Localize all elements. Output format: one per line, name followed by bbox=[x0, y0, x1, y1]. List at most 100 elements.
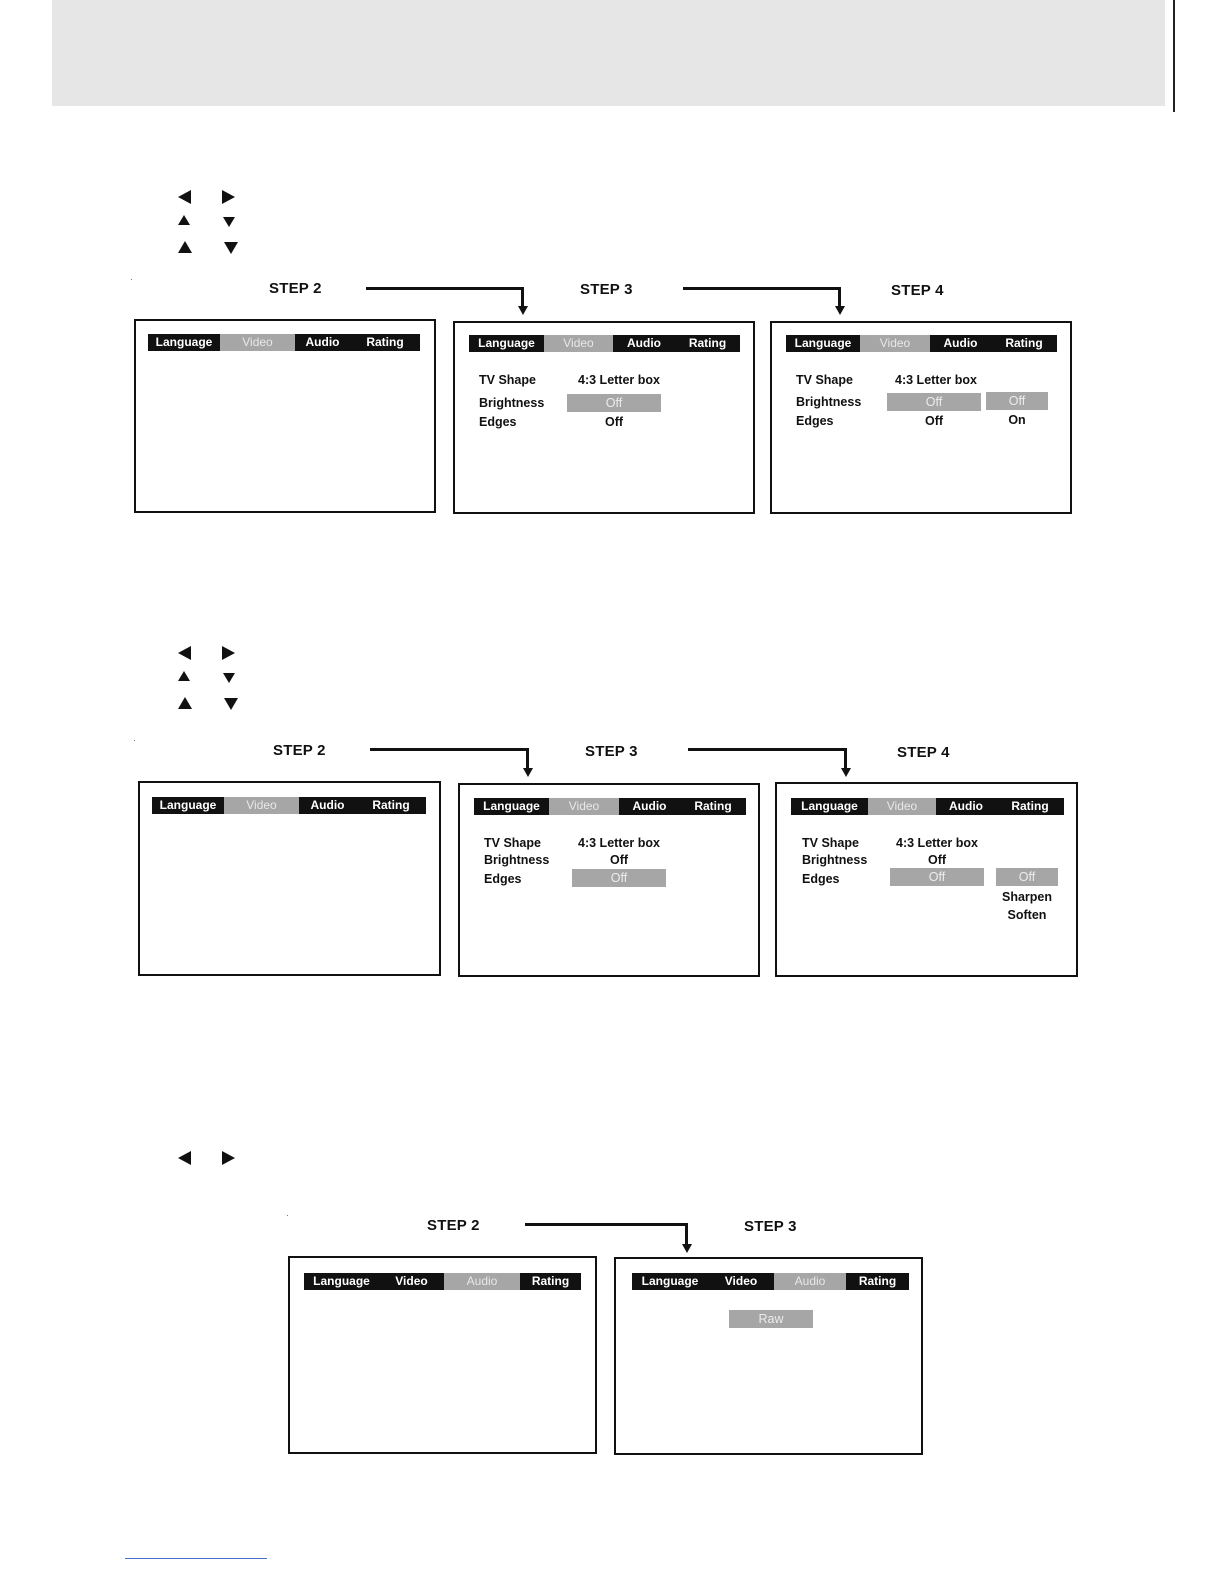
edges-label: Edges bbox=[484, 872, 522, 886]
up-arrow-icon bbox=[178, 215, 190, 225]
right-arrow-icon bbox=[222, 1151, 235, 1165]
brightness-option-off[interactable]: Off bbox=[986, 392, 1048, 410]
edges-value: Off bbox=[604, 415, 624, 429]
tab-rating[interactable]: Rating bbox=[991, 335, 1057, 352]
right-arrow-icon bbox=[222, 190, 235, 204]
down-arrow-icon bbox=[224, 242, 238, 254]
edges-option-sharpen[interactable]: Sharpen bbox=[1001, 890, 1052, 904]
footer-link-underline[interactable] bbox=[125, 1558, 267, 1559]
setup-screen-step2: Language Video Audio Rating bbox=[288, 1256, 597, 1454]
menu-bar: Language Video Audio Rating bbox=[152, 797, 426, 814]
edges-label: Edges bbox=[802, 872, 840, 886]
tab-audio[interactable]: Audio bbox=[619, 798, 680, 815]
edges-option-off[interactable]: Off bbox=[996, 868, 1058, 886]
tv-shape-label: TV Shape bbox=[796, 373, 853, 387]
down-arrow-icon bbox=[223, 673, 235, 683]
tab-language[interactable]: Language bbox=[469, 335, 544, 352]
down-arrow-icon bbox=[223, 217, 235, 227]
tab-language[interactable]: Language bbox=[474, 798, 549, 815]
scan-speck bbox=[131, 279, 132, 280]
tab-audio[interactable]: Audio bbox=[774, 1273, 846, 1290]
brightness-option-on[interactable]: On bbox=[1008, 413, 1026, 427]
tab-video[interactable]: Video bbox=[868, 798, 936, 815]
step-3-label: STEP 3 bbox=[585, 743, 638, 760]
tab-language[interactable]: Language bbox=[786, 335, 860, 352]
tab-video[interactable]: Video bbox=[544, 335, 613, 352]
brightness-value: Off bbox=[927, 853, 947, 867]
setup-screen-step4: Language Video Audio Rating TV Shape 4:3… bbox=[775, 782, 1078, 977]
edges-value-selected[interactable]: Off bbox=[572, 869, 666, 887]
step-connector bbox=[370, 748, 529, 770]
step-2-label: STEP 2 bbox=[427, 1217, 480, 1234]
menu-bar: Language Video Audio Rating bbox=[791, 798, 1064, 815]
tab-rating[interactable]: Rating bbox=[996, 798, 1064, 815]
connector-arrowhead-icon bbox=[841, 768, 851, 777]
step-4-label: STEP 4 bbox=[897, 744, 950, 761]
tab-rating[interactable]: Rating bbox=[520, 1273, 581, 1290]
setup-screen-step2: Language Video Audio Rating bbox=[138, 781, 441, 976]
connector-arrowhead-icon bbox=[682, 1244, 692, 1253]
tab-rating[interactable]: Rating bbox=[356, 797, 426, 814]
header-band bbox=[52, 0, 1165, 106]
brightness-label: Brightness bbox=[796, 395, 862, 409]
setup-screen-step3: Language Video Audio Rating TV Shape 4:3… bbox=[458, 783, 760, 977]
brightness-value-selected[interactable]: Off bbox=[567, 394, 661, 412]
brightness-value-selected[interactable]: Off bbox=[887, 393, 981, 411]
connector-arrowhead-icon bbox=[523, 768, 533, 777]
tv-shape-value: 4:3 Letter box bbox=[578, 836, 660, 850]
tab-audio[interactable]: Audio bbox=[936, 798, 996, 815]
tab-rating[interactable]: Rating bbox=[680, 798, 746, 815]
tab-video[interactable]: Video bbox=[224, 797, 299, 814]
setup-screen-step3: Language Video Audio Rating TV Shape 4:3… bbox=[453, 321, 755, 514]
tv-shape-label: TV Shape bbox=[479, 373, 536, 387]
left-arrow-icon bbox=[178, 646, 191, 660]
tab-rating[interactable]: Rating bbox=[846, 1273, 909, 1290]
tab-video[interactable]: Video bbox=[549, 798, 619, 815]
up-arrow-icon bbox=[178, 697, 192, 709]
step-2-label: STEP 2 bbox=[273, 742, 326, 759]
tab-audio[interactable]: Audio bbox=[930, 335, 991, 352]
tab-audio[interactable]: Audio bbox=[444, 1273, 520, 1290]
tab-audio[interactable]: Audio bbox=[613, 335, 675, 352]
down-arrow-icon bbox=[224, 698, 238, 710]
right-arrow-icon bbox=[222, 646, 235, 660]
menu-bar: Language Video Audio Rating bbox=[632, 1273, 909, 1290]
brightness-label: Brightness bbox=[479, 396, 545, 410]
step-connector bbox=[688, 748, 847, 770]
tv-shape-value: 4:3 Letter box bbox=[578, 373, 660, 387]
tab-language[interactable]: Language bbox=[152, 797, 224, 814]
step-3-label: STEP 3 bbox=[580, 281, 633, 298]
page-edge-rule bbox=[1173, 0, 1175, 112]
tab-rating[interactable]: Rating bbox=[350, 334, 420, 351]
tv-shape-value: 4:3 Letter box bbox=[896, 836, 978, 850]
tv-shape-value: 4:3 Letter box bbox=[895, 373, 977, 387]
edges-value-selected[interactable]: Off bbox=[890, 868, 984, 886]
tab-language[interactable]: Language bbox=[148, 334, 220, 351]
up-arrow-icon bbox=[178, 241, 192, 253]
tab-video[interactable]: Video bbox=[860, 335, 930, 352]
tab-video[interactable]: Video bbox=[708, 1273, 774, 1290]
menu-bar: Language Video Audio Rating bbox=[469, 335, 740, 352]
scan-speck bbox=[134, 740, 135, 741]
tab-language[interactable]: Language bbox=[304, 1273, 379, 1290]
tab-language[interactable]: Language bbox=[632, 1273, 708, 1290]
tv-shape-label: TV Shape bbox=[802, 836, 859, 850]
edges-value: Off bbox=[924, 414, 944, 428]
tab-audio[interactable]: Audio bbox=[299, 797, 356, 814]
setup-screen-step3: Language Video Audio Rating Raw bbox=[614, 1257, 923, 1455]
tab-rating[interactable]: Rating bbox=[675, 335, 740, 352]
scan-speck bbox=[287, 1215, 288, 1216]
tab-video[interactable]: Video bbox=[379, 1273, 444, 1290]
tab-video[interactable]: Video bbox=[220, 334, 295, 351]
up-arrow-icon bbox=[178, 671, 190, 681]
audio-value-selected[interactable]: Raw bbox=[729, 1310, 813, 1328]
edges-option-soften[interactable]: Soften bbox=[1007, 908, 1047, 922]
connector-arrowhead-icon bbox=[835, 306, 845, 315]
left-arrow-icon bbox=[178, 1151, 191, 1165]
tab-audio[interactable]: Audio bbox=[295, 334, 350, 351]
menu-bar: Language Video Audio Rating bbox=[304, 1273, 581, 1290]
menu-bar: Language Video Audio Rating bbox=[474, 798, 746, 815]
tab-language[interactable]: Language bbox=[791, 798, 868, 815]
step-connector bbox=[525, 1223, 688, 1246]
setup-screen-step4: Language Video Audio Rating TV Shape 4:3… bbox=[770, 321, 1072, 514]
